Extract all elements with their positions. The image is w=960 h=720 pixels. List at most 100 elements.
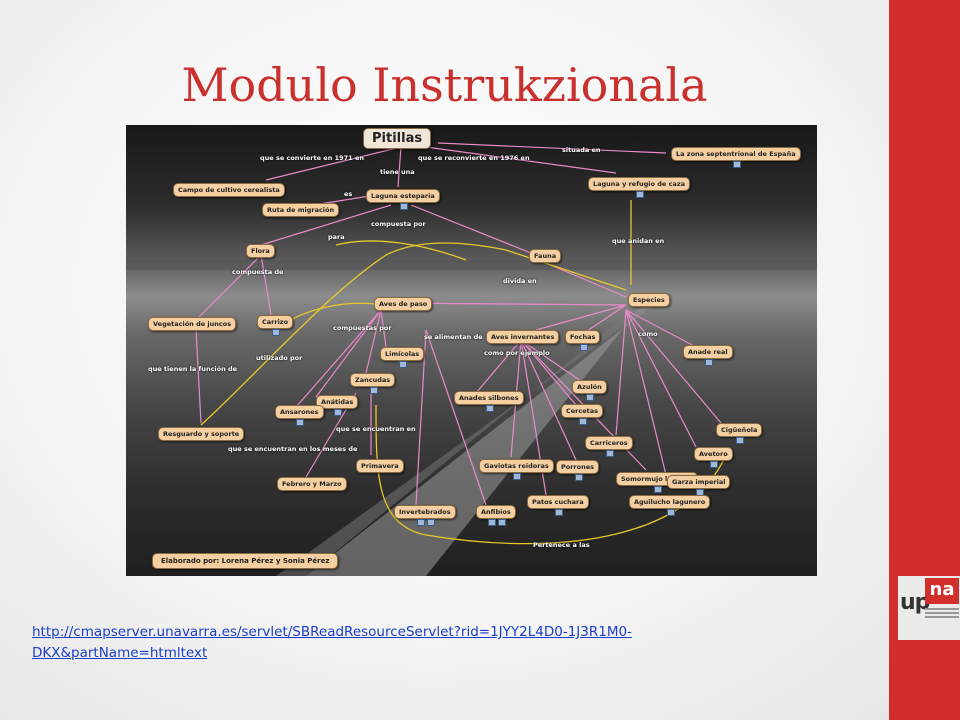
link-especies-avetoro	[625, 309, 697, 448]
label-dividia: divida en	[503, 277, 537, 285]
resource-icon	[369, 386, 378, 394]
resource-icon	[334, 408, 343, 416]
node-label: Fochas	[570, 333, 596, 341]
logo-fine-print	[925, 608, 959, 610]
node-carriceros: Carriceros	[585, 436, 633, 457]
node-label: Patos cuchara	[532, 498, 584, 506]
resource-icon	[579, 343, 588, 351]
resource-icon	[399, 360, 408, 368]
node-laguna-esteparia: Laguna esteparia	[366, 189, 440, 210]
link-inv-cercetas	[520, 339, 577, 406]
link-veg-resguardo	[195, 329, 202, 424]
label-como: como	[638, 330, 658, 338]
boardwalk-edge	[276, 310, 646, 576]
link-inv-porrones	[520, 339, 577, 461]
node-label: Garza imperial	[672, 478, 726, 486]
resource-icon	[554, 508, 563, 516]
node-anatidas: Anátidas	[316, 395, 359, 416]
node-flora: Flora	[246, 244, 275, 258]
node-zona-septentrional: La zona septentrional de España	[671, 147, 801, 168]
label-1971: que se convierte en 1971 en	[260, 154, 364, 162]
node-azulon: Azulón	[572, 380, 607, 401]
label-es: es	[344, 190, 353, 198]
label-funcion: que tienen la función de	[148, 365, 238, 373]
resource-icon	[654, 485, 663, 493]
resource-icon	[416, 518, 425, 526]
node-label: Anades silbones	[459, 394, 519, 402]
resource-icon	[426, 518, 435, 526]
node-vegetacion-juncos: Vegetación de juncos	[148, 317, 237, 331]
node-anfibios: Anfibios	[476, 505, 516, 526]
resource-icon	[605, 449, 614, 457]
label-utilizado: utilizado por	[256, 354, 303, 362]
node-patos-cuchara: Patos cuchara	[527, 495, 589, 516]
resource-icon	[574, 473, 583, 481]
link-especies-invernantes	[535, 304, 627, 331]
resource-icon	[497, 518, 506, 526]
resource-icon	[636, 190, 644, 198]
link-especies-carriceros	[615, 309, 627, 436]
node-carrizo: Carrizo	[257, 315, 294, 336]
resource-icon	[732, 160, 741, 168]
label-meses: que se encuentran en los meses de	[228, 445, 358, 453]
node-anade-real: Anade real	[683, 345, 733, 366]
link-inv-silbones	[475, 339, 522, 394]
label-como-ejemplo: como por ejemplo	[484, 349, 550, 357]
node-cercetas: Cercetas	[561, 404, 604, 425]
link-flora-carrizo	[260, 254, 272, 316]
node-fauna: Fauna	[529, 249, 562, 263]
resource-icon	[513, 472, 522, 480]
label-anidan: que anidan en	[612, 237, 665, 245]
node-laguna-refugio: Laguna y refugio de caza	[588, 177, 690, 198]
label-tiene-una: tiene una	[380, 168, 415, 176]
resource-icon	[296, 418, 305, 426]
node-garza-imperial: Garza imperial	[667, 475, 731, 496]
label-compuesta-de: compuesta de	[232, 268, 284, 276]
node-ruta-migracion: Ruta de migración	[262, 203, 340, 217]
source-link[interactable]: http://cmapserver.unavarra.es/servlet/SB…	[32, 622, 732, 664]
label-encuentran: que se encuentran en	[336, 425, 416, 433]
link-avespaso-anfibios	[425, 329, 487, 506]
label-para: para	[328, 233, 345, 241]
label-situada: situada en	[562, 146, 601, 154]
link-avespaso-zancudas	[365, 309, 382, 374]
node-label: Carriceros	[590, 439, 628, 447]
link-yellow-resguardo-especies	[200, 242, 627, 426]
slide-title: Modulo Instrukzionala	[181, 58, 708, 112]
link-laguna-flora	[260, 204, 392, 246]
link-avespaso-ansarones	[295, 309, 382, 408]
node-aves-paso: Aves de paso	[374, 297, 433, 311]
node-label: La zona septentrional de España	[676, 150, 796, 158]
link-pitillas-zona	[437, 142, 667, 154]
link-flora-vegetacion	[195, 254, 262, 321]
resource-icon	[736, 436, 745, 444]
link-avespaso-invertebrados	[415, 329, 427, 506]
node-campo-cultivo: Campo de cultivo cerealista	[173, 183, 285, 197]
link-yellow-fauna	[335, 240, 467, 261]
node-limicolas: Limícolas	[380, 347, 425, 368]
node-zancudas: Zancudas	[350, 373, 396, 394]
node-label: Cercetas	[566, 407, 599, 415]
label-pertenece: Pertenece a las	[533, 541, 590, 549]
link-inv-azulon	[520, 339, 582, 382]
resource-icon	[586, 393, 595, 401]
label-alimentan: se alimentan de	[424, 333, 483, 341]
node-label: Anfibios	[481, 508, 511, 516]
node-label: Anátidas	[321, 398, 354, 406]
source-link-line2[interactable]: DKX&partName=htmltext	[32, 645, 208, 661]
node-gaviotas-reidoras: Gaviotas reidoras	[479, 459, 554, 480]
resource-icon	[579, 417, 587, 425]
resource-icon	[710, 460, 719, 468]
resource-icon	[487, 518, 496, 526]
logo-na-letters: na	[925, 578, 959, 604]
node-label: Laguna y refugio de caza	[593, 180, 685, 188]
node-ansarones: Ansarones	[275, 405, 324, 426]
resource-icon	[399, 202, 408, 210]
node-pitillas: Pitillas	[363, 128, 432, 149]
link-fauna-especies	[545, 262, 627, 298]
resource-icon	[272, 328, 281, 336]
node-fochas: Fochas	[565, 330, 601, 351]
source-link-line1[interactable]: http://cmapserver.unavarra.es/servlet/SB…	[32, 624, 632, 640]
node-resguardo-soporte: Resguardo y soporte	[158, 427, 245, 441]
node-invertebrados: Invertebrados	[394, 505, 456, 526]
